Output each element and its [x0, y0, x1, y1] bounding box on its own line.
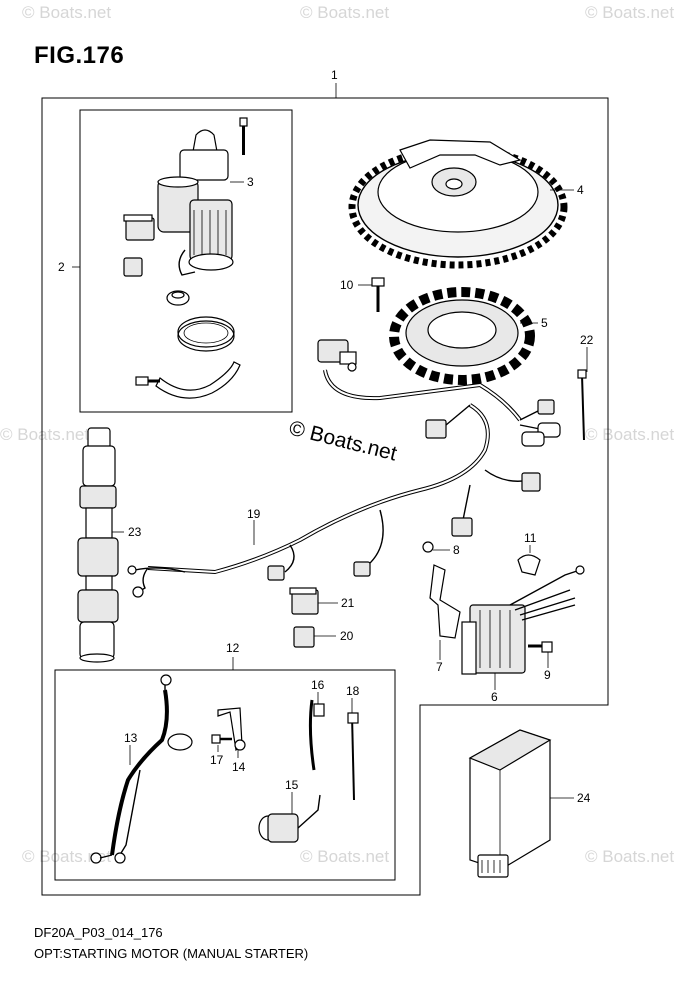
harness-kit-box [54, 669, 396, 881]
callout-8: 8 [453, 543, 460, 557]
watermark: © Boats.net [585, 3, 674, 22]
watermark: © Boats.net [22, 847, 111, 866]
callout-19: 19 [247, 507, 261, 521]
wiring-harness [127, 339, 561, 598]
ecu-module [468, 729, 552, 878]
callout-14: 14 [232, 760, 246, 774]
callout-17: 17 [210, 753, 224, 767]
callout-12: 12 [226, 641, 240, 655]
diagram-caption: OPT:STARTING MOTOR (MANUAL STARTER) [34, 946, 309, 961]
watermark: © Boats.net [585, 847, 674, 866]
harness-kit [90, 674, 359, 864]
stator [371, 277, 535, 385]
callout-20: 20 [340, 629, 354, 643]
assembly-frame [41, 97, 609, 896]
callout-21: 21 [341, 596, 355, 610]
starter-motor-box [79, 109, 293, 413]
callout-2: 2 [58, 260, 65, 274]
callout-5: 5 [541, 316, 548, 330]
callout-22: 22 [580, 333, 594, 347]
callout-15: 15 [285, 778, 299, 792]
watermark: © Boats.net [300, 3, 389, 22]
callout-23: 23 [128, 525, 142, 539]
cable-tie-22 [581, 374, 585, 441]
rectifier [422, 541, 585, 675]
relay-20 [293, 626, 315, 648]
callout-9: 9 [544, 668, 551, 682]
callout-11: 11 [524, 531, 537, 545]
flywheel [348, 139, 568, 269]
watermarks: © Boats.net © Boats.net © Boats.net © Bo… [0, 3, 674, 866]
watermark: © Boats.net [0, 425, 89, 444]
watermark: © Boats.net [22, 3, 111, 22]
watermark: © Boats.net [300, 847, 389, 866]
callouts: 1 2 3 4 5 6 7 8 9 10 11 12 13 14 15 16 1… [58, 68, 594, 805]
callout-7: 7 [436, 660, 443, 674]
starter-motor [123, 117, 248, 399]
leader-lines [72, 181, 588, 814]
callout-24: 24 [577, 791, 591, 805]
callout-4: 4 [577, 183, 584, 197]
diagram-code: DF20A_P03_014_176 [34, 925, 163, 940]
figure-title: FIG.176 [34, 42, 125, 69]
callout-16: 16 [311, 678, 325, 692]
watermark-main: © Boats.net [287, 417, 399, 466]
callout-10: 10 [340, 278, 354, 292]
callout-13: 13 [124, 731, 138, 745]
callout-3: 3 [247, 175, 254, 189]
watermark: © Boats.net [585, 425, 674, 444]
callout-1: 1 [331, 68, 338, 82]
camshaft [77, 427, 119, 663]
callout-18: 18 [346, 684, 360, 698]
callout-6: 6 [491, 690, 498, 704]
